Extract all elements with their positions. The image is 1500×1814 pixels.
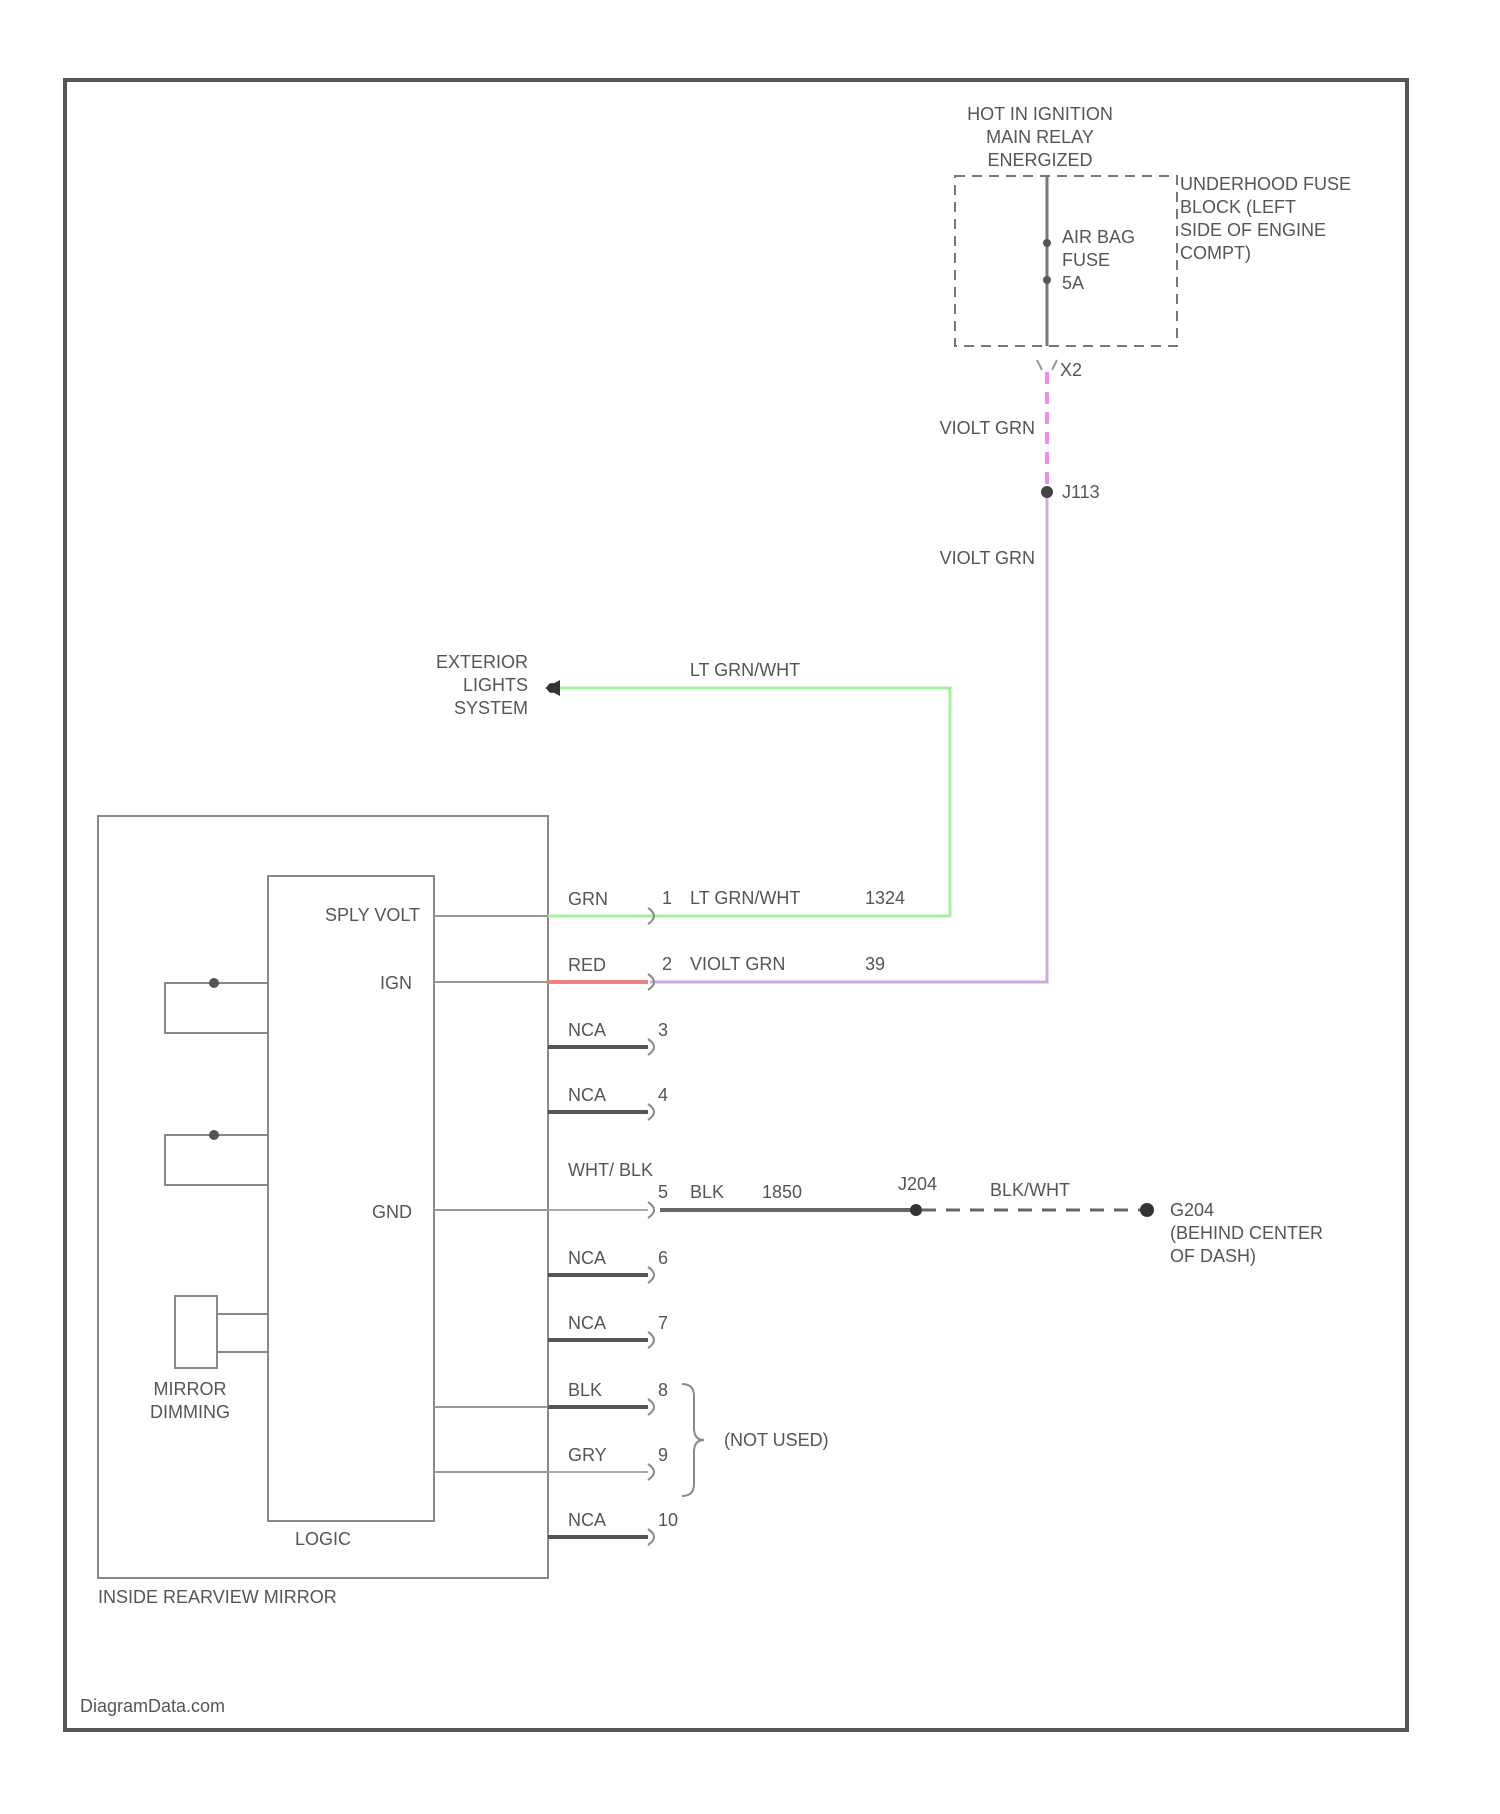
mirror-dimming-label-2: DIMMING — [150, 1402, 230, 1422]
fuse-label-1: AIR BAG — [1062, 227, 1135, 247]
fuse-block-name-1: UNDERHOOD FUSE — [1180, 174, 1351, 194]
pin2-color: RED — [568, 955, 606, 975]
mirror-outer-box — [98, 816, 548, 1578]
pin4-number: 4 — [658, 1085, 668, 1105]
exterior-lights-label-1: EXTERIOR — [436, 652, 528, 672]
fuse-block-header-3: ENERGIZED — [987, 150, 1092, 170]
pin5-number: 5 — [658, 1182, 668, 1202]
pin6-number: 6 — [658, 1248, 668, 1268]
pin7-number: 7 — [658, 1313, 668, 1333]
exterior-lights-label-3: SYSTEM — [454, 698, 528, 718]
fuse-block-name-2: BLOCK (LEFT — [1180, 197, 1296, 217]
sensor-1-loop — [165, 983, 268, 1033]
ground-g204-dot — [1140, 1203, 1154, 1217]
mirror-name-label: INSIDE REARVIEW MIRROR — [98, 1587, 337, 1607]
pin1-ext-color: LT GRN/WHT — [690, 888, 800, 908]
connector-cavities — [648, 908, 654, 1545]
wire-label-violt-grn-upper: VIOLT GRN — [940, 418, 1035, 438]
fuse-block-header-1: HOT IN IGNITION — [967, 104, 1113, 124]
mirror-dimming-label-1: MIRROR — [154, 1379, 227, 1399]
not-used-label: (NOT USED) — [724, 1430, 829, 1450]
splice-j204-dot — [910, 1204, 922, 1216]
pin10-number: 10 — [658, 1510, 678, 1530]
wire-green-ext-pin1 — [548, 688, 950, 916]
splice-j113-label: J113 — [1062, 482, 1100, 502]
pin8-number: 8 — [658, 1380, 668, 1400]
fuse-block-name-4: COMPT) — [1180, 243, 1251, 263]
pin1-color: GRN — [568, 889, 608, 909]
cavity-7 — [648, 1332, 654, 1348]
exterior-lights-dot — [547, 683, 557, 693]
cavity-10 — [648, 1529, 654, 1545]
pin2-ext-color: VIOLT GRN — [690, 954, 785, 974]
logic-pin-ign: IGN — [380, 973, 412, 993]
cavity-9 — [648, 1464, 654, 1480]
pin9-color: GRY — [568, 1445, 607, 1465]
pin10-color: NCA — [568, 1510, 606, 1530]
sensor-1-icon — [209, 978, 219, 988]
wire-label-lt-grn-wht-top: LT GRN/WHT — [690, 660, 800, 680]
pin5-ext-color: BLK — [690, 1182, 724, 1202]
cavity-4 — [648, 1104, 654, 1120]
ground-g204-label-2: (BEHIND CENTER — [1170, 1223, 1323, 1243]
wire-violet-j113-pin2 — [650, 498, 1047, 982]
cavity-3 — [648, 1039, 654, 1055]
logic-label: LOGIC — [295, 1529, 351, 1549]
fuse-terminal-x2: X2 — [1060, 360, 1082, 380]
pin9-number: 9 — [658, 1445, 668, 1465]
pin2-circuit: 39 — [865, 954, 885, 974]
splice-j204-label: J204 — [898, 1174, 937, 1194]
pin3-color: NCA — [568, 1020, 606, 1040]
watermark: DiagramData.com — [80, 1696, 225, 1716]
pin4-color: NCA — [568, 1085, 606, 1105]
pin3-number: 3 — [658, 1020, 668, 1040]
pin7-color: NCA — [568, 1313, 606, 1333]
pin6-color: NCA — [568, 1248, 606, 1268]
wire-label-blk-wht: BLK/WHT — [990, 1180, 1070, 1200]
pin5-circuit: 1850 — [762, 1182, 802, 1202]
wire-label-violt-grn-lower: VIOLT GRN — [940, 548, 1035, 568]
logic-pin-sply-volt: SPLY VOLT — [325, 905, 420, 925]
pin1-number: 1 — [662, 888, 672, 908]
cavity-6 — [648, 1267, 654, 1283]
splice-j113-dot — [1041, 486, 1053, 498]
ground-g204-label-1: G204 — [1170, 1200, 1214, 1220]
cavity-5 — [648, 1202, 654, 1218]
fuse-block-header-2: MAIN RELAY — [986, 127, 1094, 147]
pin1-circuit: 1324 — [865, 888, 905, 908]
fuse-label-2: FUSE — [1062, 250, 1110, 270]
fuse-terminal-symbol — [1037, 360, 1057, 370]
ground-g204-label-3: OF DASH) — [1170, 1246, 1256, 1266]
pin8-color: BLK — [568, 1380, 602, 1400]
fuse-dot-bottom — [1043, 276, 1051, 284]
sensor-2-icon — [209, 1130, 219, 1140]
not-used-bracket — [682, 1384, 704, 1496]
pin2-number: 2 — [662, 954, 672, 974]
pin5-color: WHT/ BLK — [568, 1160, 653, 1180]
logic-pin-gnd: GND — [372, 1202, 412, 1222]
fuse-label-3: 5A — [1062, 273, 1084, 293]
cavity-8 — [648, 1399, 654, 1415]
sensor-2-loop — [165, 1135, 268, 1185]
fuse-dot-top — [1043, 239, 1051, 247]
exterior-lights-label-2: LIGHTS — [463, 675, 528, 695]
mirror-dimming-element — [175, 1296, 217, 1368]
fuse-block-name-3: SIDE OF ENGINE — [1180, 220, 1326, 240]
